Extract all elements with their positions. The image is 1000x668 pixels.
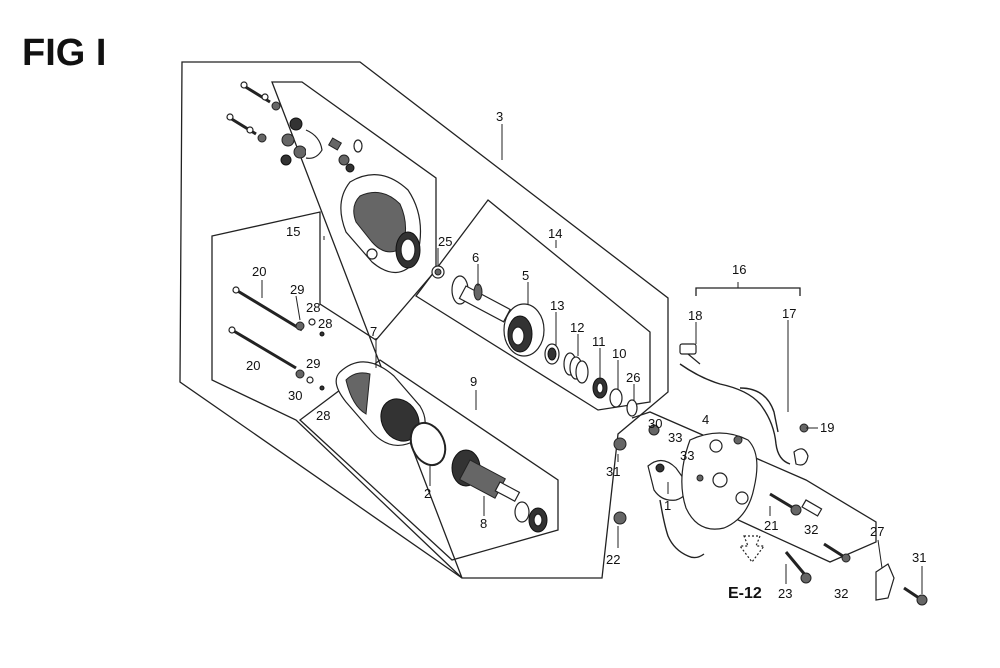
- callout-33-bottom: 33: [680, 448, 694, 463]
- subframe-14: [415, 199, 651, 411]
- o-ring-9: [409, 421, 447, 467]
- callout-1: 1: [664, 498, 671, 513]
- callout-29-top: 28: [306, 300, 320, 315]
- callout-31-mid: 31: [606, 464, 620, 479]
- subframe-9: [298, 359, 559, 561]
- right-fasteners: [769, 492, 928, 606]
- bolts-top-left: [226, 81, 281, 143]
- subframe-15: [211, 81, 463, 579]
- callout-14: 14: [548, 226, 562, 241]
- callout-10: 10: [612, 346, 626, 361]
- harness-bracket-16: [695, 287, 801, 296]
- pinion-shaft: [451, 275, 511, 323]
- washer-10: [609, 388, 623, 408]
- nut-31-mid: [648, 424, 660, 436]
- callout-labels: 3 15 14 25 6 5 20 29 28 28 13 7 12 11 10…: [246, 109, 926, 601]
- gear-clutch: [503, 303, 545, 357]
- through-bolts: [228, 286, 325, 391]
- callout-21: 21: [764, 518, 778, 533]
- callout-30-bottom: 30: [288, 388, 302, 403]
- callout-25: 25: [438, 234, 452, 249]
- callout-32-bottom: 32: [834, 586, 848, 601]
- callout-12: 12: [570, 320, 584, 335]
- callout-33-top: 33: [668, 430, 682, 445]
- clip-26: [626, 399, 638, 417]
- callout-26: 26: [626, 370, 640, 385]
- mounting-bracket: [681, 432, 758, 530]
- brush-holder: [280, 117, 363, 173]
- callout-11: 11: [592, 334, 606, 349]
- reference-arrow: [738, 535, 766, 563]
- callout-19: 19: [820, 420, 834, 435]
- callout-7: 7: [370, 324, 377, 339]
- figure-title: FIG I: [22, 32, 107, 74]
- starter-solenoid: [647, 459, 705, 559]
- wire-harness: [679, 343, 809, 466]
- reference-label: E-12: [728, 585, 762, 602]
- callout-15: 15: [286, 224, 300, 239]
- callout-13: 13: [550, 298, 564, 313]
- rear-cover: [340, 174, 422, 274]
- callout-27: 27: [870, 524, 884, 539]
- callout-28-bottom: 28: [316, 408, 330, 423]
- motor-yoke: [335, 361, 426, 447]
- callout-8: 8: [480, 516, 487, 531]
- assembly-frame-3: [179, 61, 669, 579]
- callout-16: 16: [732, 262, 746, 277]
- callout-22: 22: [606, 552, 620, 567]
- callout-4: 4: [702, 412, 709, 427]
- nut-31-left: [613, 437, 627, 451]
- nut-22: [613, 511, 627, 525]
- callout-3: 3: [496, 109, 503, 124]
- callout-31-left: 30: [648, 416, 662, 431]
- callout-2: 2: [424, 486, 431, 501]
- callout-23: 23: [778, 586, 792, 601]
- callout-9: 9: [470, 374, 477, 389]
- callout-28-top: 28: [318, 316, 332, 331]
- callout-29-bottom: 29: [306, 356, 320, 371]
- callout-17: 17: [782, 306, 796, 321]
- callout-32-top: 32: [804, 522, 818, 537]
- leader-lines: [261, 124, 923, 594]
- callout-18: 18: [688, 308, 702, 323]
- callout-30-top: 29: [290, 282, 304, 297]
- callout-6: 6: [472, 250, 479, 265]
- spring-12: [563, 352, 589, 384]
- callout-5: 5: [522, 268, 529, 283]
- bracket-frame: [631, 411, 877, 563]
- callout-20-top: 20: [252, 264, 266, 279]
- armature: [451, 449, 548, 533]
- callout-20-bottom: 20: [246, 358, 260, 373]
- callout-31-right: 31: [912, 550, 926, 565]
